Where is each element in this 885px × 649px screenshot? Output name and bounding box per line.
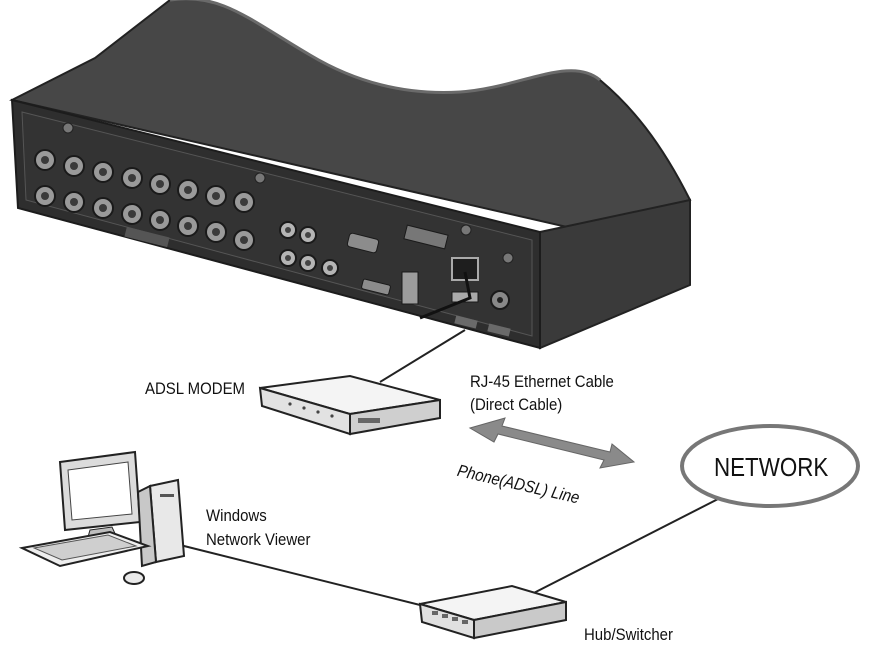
windows-viewer-label-line1: Windows [206,506,267,525]
screw-icon [254,172,266,184]
network-label: NETWORK [714,452,829,482]
windows-viewer-label-line2: Network Viewer [206,530,311,549]
network-cloud-icon [680,424,860,508]
rj45-cable-label-line1: RJ-45 Ethernet Cable [470,372,614,391]
adsl-modem-label: ADSL MODEM [145,379,246,398]
double-arrow-icon [468,417,636,469]
rj45-plug [419,271,472,320]
hub-switcher-label: Hub/Switcher [584,625,673,644]
dvr-top-highlight [170,0,601,94]
pc-cable [179,544,441,611]
screw-icon [62,122,74,134]
screw-icon [460,224,472,236]
lan-port [451,257,479,281]
screw-icon [502,252,514,264]
rca-jacks [279,221,339,277]
hub-network-cable [519,497,721,601]
usb-port [451,291,479,303]
hub-switch-icon [418,584,567,640]
dvr-device [9,0,692,350]
vga-port [346,232,380,254]
computer-icon [18,450,186,585]
adsl-modem-icon [258,374,441,436]
rj45-cable-label-line2: (Direct Cable) [470,395,563,414]
video-in-plate [124,226,170,248]
terminal-block [401,271,419,305]
ethernet-cable [379,329,466,383]
serial-port [403,224,449,250]
hdmi-port [361,278,391,296]
